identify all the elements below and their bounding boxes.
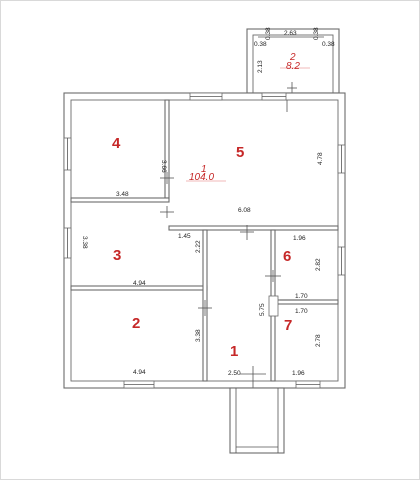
annex-area-index: 2 xyxy=(289,52,296,63)
room-6-number: 6 xyxy=(283,248,291,265)
dim-annex-wall-1: 0.38 xyxy=(265,27,272,40)
dim-annex-width: 2.63 xyxy=(284,30,297,37)
dim-room4-width: 3.48 xyxy=(116,191,129,198)
dim-room3-width: 4.94 xyxy=(133,280,146,287)
dim-room3-side: 2.22 xyxy=(195,240,202,253)
dim-room7-width-top: 1.70 xyxy=(295,293,308,300)
dim-room6-height: 2.82 xyxy=(315,258,322,271)
dim-room5-height: 4.78 xyxy=(317,152,324,165)
room-3-number: 3 xyxy=(113,247,121,264)
dim-annex-depth: 2.13 xyxy=(257,60,264,73)
dim-room7-width-bottom: 1.70 xyxy=(295,308,308,315)
dim-room5-width: 6.08 xyxy=(238,207,251,214)
door-room7 xyxy=(268,295,279,317)
dim-bottom-right-width: 1.96 xyxy=(292,370,305,377)
house-area-index: 1 xyxy=(201,164,207,175)
dim-room7-height: 2.78 xyxy=(315,334,322,347)
wall-room5-bottom xyxy=(168,225,339,231)
dim-room1-width: 2.50 xyxy=(228,370,241,377)
house-area-value: 104.0 xyxy=(189,172,214,183)
dim-room3-height: 3.38 xyxy=(81,236,88,249)
room-1-number: 1 xyxy=(230,343,238,360)
room-4-number: 4 xyxy=(112,135,121,152)
dim-room2-width: 4.94 xyxy=(133,369,146,376)
windows xyxy=(63,92,346,389)
room-5-number: 5 xyxy=(236,144,244,161)
room-2-number: 2 xyxy=(132,315,140,332)
dim-room3-offset: 1.45 xyxy=(178,233,191,240)
dim-corridor-length: 5.75 xyxy=(259,303,266,316)
dim-room2-height: 3.38 xyxy=(195,329,202,342)
dim-annex-wall-2: 0.38 xyxy=(313,27,320,40)
dim-annex-wall-4: 0.38 xyxy=(322,41,335,48)
porch-outer xyxy=(229,387,285,454)
wall-room6-room7 xyxy=(274,299,339,305)
room-7-number: 7 xyxy=(284,317,292,334)
dim-annex-wall-3: 0.38 xyxy=(254,41,267,48)
dim-room4-height: 3.66 xyxy=(160,160,167,173)
annex-area-value: 8.2 xyxy=(286,61,300,72)
dim-room6-width: 1.96 xyxy=(293,235,306,242)
wall-room4-bottom xyxy=(70,197,170,203)
porch xyxy=(229,387,285,454)
